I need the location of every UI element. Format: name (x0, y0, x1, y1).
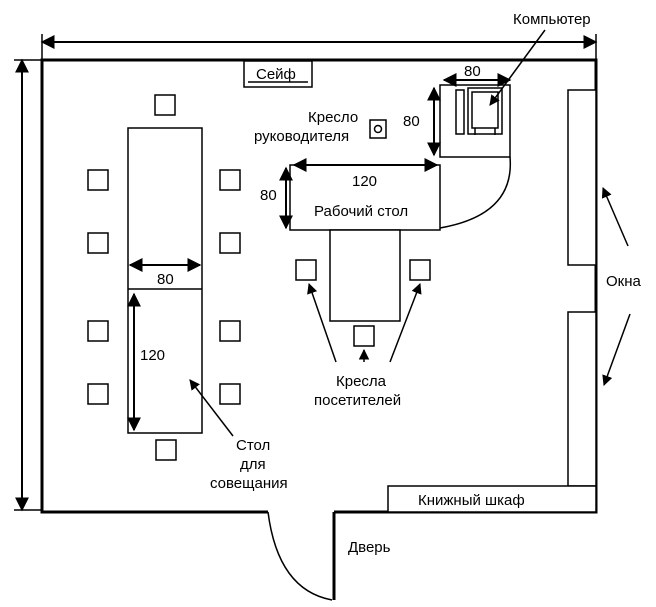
manager-chair-label-line2: руководителя (254, 128, 349, 145)
meeting-chair (219, 169, 241, 191)
manager-chair-label-line1: Кресло (308, 109, 358, 126)
visitor-chair-pointer (389, 283, 422, 363)
computer-pointer (489, 29, 546, 106)
work-desk-label: Рабочий стол (314, 203, 408, 220)
computer-width-label: 80 (464, 63, 481, 80)
meeting-chair (154, 94, 176, 116)
window-pointer-upper (601, 187, 629, 247)
meeting-table-label-line2: для (240, 456, 266, 473)
safe-label: Сейф (256, 66, 296, 83)
bookcase (387, 485, 597, 513)
visitor-chair (353, 325, 375, 347)
desk-return-arc (439, 156, 512, 229)
visitor-chairs-label-line2: посетителей (314, 392, 401, 409)
manager-chair (369, 119, 387, 139)
door-label: Дверь (348, 539, 391, 556)
computer-label: Компьютер (513, 11, 591, 28)
visitor-chair (409, 259, 431, 281)
door-swing-arc (267, 511, 333, 601)
meeting-chair (219, 232, 241, 254)
windows-label: Окна (606, 273, 642, 290)
computer-depth-label: 80 (403, 113, 420, 130)
window-lower (567, 311, 597, 487)
window-pointer-lower (602, 313, 631, 386)
meeting-chair (87, 169, 109, 191)
meeting-chair (155, 439, 177, 461)
desk-width-label: 120 (352, 173, 377, 190)
visitor-chairs-label-line1: Кресла (336, 373, 387, 390)
meeting-chair (87, 383, 109, 405)
meeting-table-pointer (189, 379, 234, 437)
visitor-chair-pointer (307, 283, 337, 363)
visitor-chair (295, 259, 317, 281)
meeting-table-width-label: 80 (157, 271, 174, 288)
window-upper (567, 89, 597, 266)
meeting-chair (87, 320, 109, 342)
meeting-chair (219, 383, 241, 405)
meeting-table-label-line3: совещания (210, 475, 288, 492)
meeting-table-length-label: 120 (140, 347, 165, 364)
bookcase-label: Книжный шкаф (418, 492, 525, 509)
meeting-chair (219, 320, 241, 342)
meeting-table-label-line1: Стол (236, 437, 270, 454)
desk-depth-label: 80 (260, 187, 277, 204)
meeting-chair (87, 232, 109, 254)
safe (243, 60, 313, 88)
desk-extension (329, 229, 401, 322)
computer-desk (439, 84, 511, 158)
